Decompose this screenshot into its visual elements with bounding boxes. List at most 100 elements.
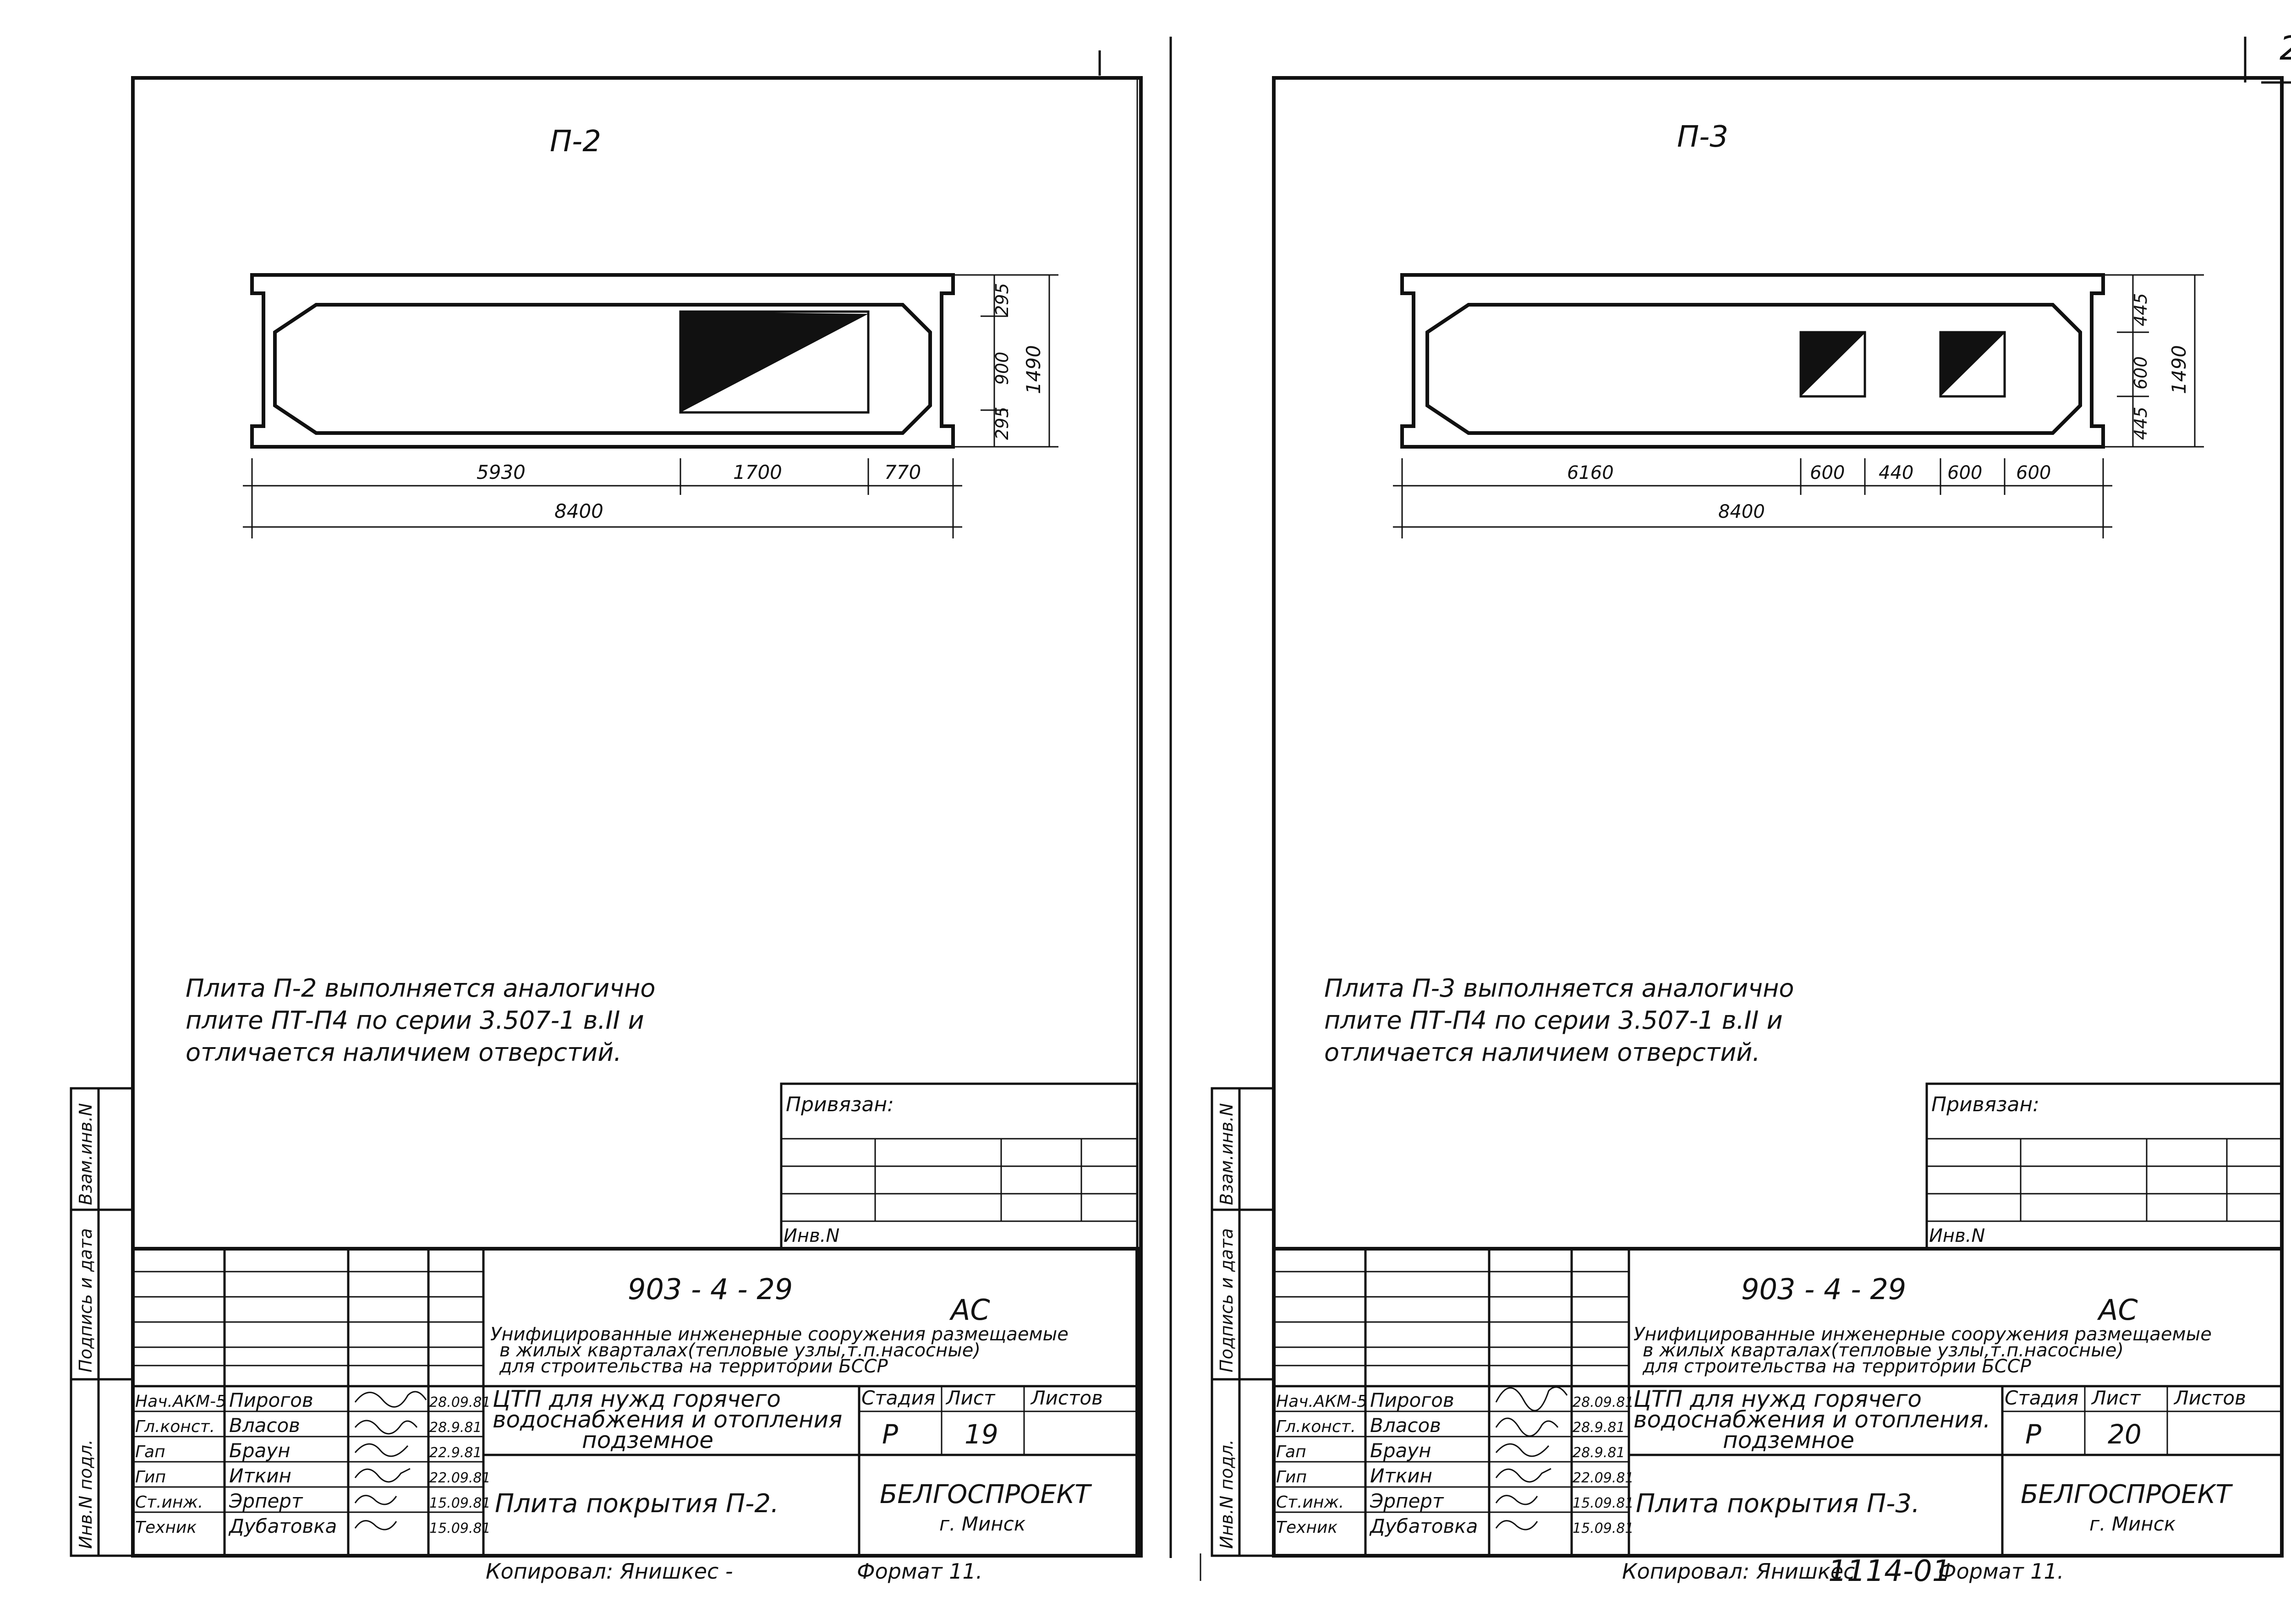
plate-p3-outline — [1400, 273, 2105, 449]
dims-right-2: 445 600 445 1490 — [2103, 274, 2204, 448]
dims-bottom-2: 6160 600 440 600 600 8400 — [1393, 458, 2112, 538]
sheet-right: П-3 445 600 445 1490 — [1211, 76, 2284, 1588]
svg-text:в жилых кварталах(тепловые узл: в жилых кварталах(тепловые узлы,т.п.насо… — [499, 1340, 981, 1361]
side-strip: Взам.инв.N Подпись и дата Инв.N подл. — [70, 1087, 134, 1557]
svg-text:Плита покрытия П-3.: Плита покрытия П-3. — [1636, 1489, 1920, 1519]
svg-text:Браун: Браун — [229, 1439, 290, 1462]
svg-text:Р: Р — [882, 1419, 898, 1450]
svg-text:Иткин: Иткин — [1370, 1465, 1432, 1487]
svg-text:28.09.81: 28.09.81 — [1573, 1394, 1634, 1410]
svg-text:Нач.АКМ-5: Нач.АКМ-5 — [1276, 1392, 1367, 1411]
dim-right-2: 900 — [992, 351, 1012, 385]
svg-text:Инв.N подл.: Инв.N подл. — [1217, 1439, 1237, 1549]
panel-label-2: П-3 — [1677, 120, 1728, 154]
svg-text:для строительства на территори: для строительства на территории БССР — [499, 1356, 888, 1377]
svg-text:Пирогов: Пирогов — [1370, 1389, 1454, 1411]
svg-text:плите ПТ-П4 по серии 3.507-1 в: плите ПТ-П4 по серии 3.507-1 в.II и — [186, 1006, 644, 1035]
svg-text:Гип: Гип — [135, 1468, 166, 1487]
dim-bottom-3: 770 — [884, 461, 921, 483]
svg-text:Гип: Гип — [1276, 1468, 1307, 1487]
svg-text:подземное: подземное — [582, 1427, 713, 1454]
svg-text:Гл.конст.: Гл.конст. — [135, 1417, 215, 1436]
svg-text:600: 600 — [2131, 356, 2151, 390]
svg-text:подземное: подземное — [1723, 1427, 1854, 1454]
svg-text:Нач.АКМ-5: Нач.АКМ-5 — [135, 1392, 226, 1411]
svg-text:Инв.N: Инв.N — [784, 1225, 839, 1246]
svg-text:Инв.N: Инв.N — [1929, 1225, 1985, 1246]
title-block-2: 903 - 4 - 29 АС Унифицированные инженерн… — [1272, 1247, 2284, 1558]
svg-text:Власов: Власов — [229, 1414, 300, 1437]
svg-text:плите ПТ-П4 по серии 3.507-1 в: плите ПТ-П4 по серии 3.507-1 в.II и — [1324, 1006, 1783, 1035]
svg-text:20: 20 — [2108, 1419, 2142, 1450]
svg-text:8400: 8400 — [1718, 501, 1765, 522]
svg-text:28.09.81: 28.09.81 — [429, 1394, 491, 1410]
svg-text:Плита П-3 выполняется аналогич: Плита П-3 выполняется аналогично — [1324, 974, 1794, 1003]
svg-text:28.9.81: 28.9.81 — [1573, 1420, 1625, 1436]
svg-text:445: 445 — [2131, 293, 2151, 326]
signature-3 — [354, 1443, 409, 1457]
dims-bottom: 5930 1700 770 8400 — [243, 458, 962, 538]
svg-text:22.9.81: 22.9.81 — [429, 1445, 482, 1461]
svg-text:Инв.N подл.: Инв.N подл. — [76, 1439, 96, 1549]
svg-text:водоснабжения и отопления.: водоснабжения и отопления. — [1633, 1406, 1990, 1433]
note-2: Плита П-3 выполняется аналогично плите П… — [1324, 974, 1794, 1067]
svg-text:Привязан:: Привязан: — [786, 1093, 894, 1116]
opening-hatch — [680, 312, 868, 412]
format: Формат 11. — [857, 1559, 982, 1584]
privyazan-block: Привязан: Инв.N — [780, 1082, 1139, 1250]
dim-total: 8400 — [554, 500, 603, 522]
opening-hatch-1 — [1801, 332, 1865, 396]
svg-text:Стадия: Стадия — [2005, 1387, 2078, 1409]
svg-text:АС: АС — [2097, 1293, 2138, 1327]
svg-text:Эрперт: Эрперт — [229, 1490, 303, 1512]
svg-text:15.09.81: 15.09.81 — [429, 1495, 491, 1511]
svg-text:22.09.81: 22.09.81 — [1573, 1470, 1634, 1486]
dim-right-3: 295 — [992, 406, 1012, 440]
svg-text:ЦТП для нужд горячего: ЦТП для нужд горячего — [1633, 1386, 1922, 1412]
note: Плита П-2 выполняется аналогично плите П… — [186, 974, 655, 1067]
svg-text:Эрперт: Эрперт — [1370, 1490, 1444, 1512]
svg-text:1490: 1490 — [2168, 345, 2190, 394]
svg-text:Подпись и дата: Подпись и дата — [1217, 1228, 1237, 1372]
dim-bottom-1: 5930 — [477, 461, 526, 483]
svg-text:22.09.81: 22.09.81 — [429, 1470, 491, 1486]
svg-text:в жилых кварталах(тепловые узл: в жилых кварталах(тепловые узлы,т.п.насо… — [1643, 1340, 2124, 1361]
stamp-number: 1114-01 — [1828, 1554, 1951, 1588]
svg-text:28.9.81: 28.9.81 — [429, 1420, 482, 1436]
svg-text:15.09.81: 15.09.81 — [429, 1520, 491, 1536]
svg-text:АС: АС — [949, 1293, 990, 1327]
signature-5 — [354, 1495, 397, 1505]
svg-text:Подпись и дата: Подпись и дата — [76, 1228, 96, 1372]
svg-text:Техник: Техник — [1276, 1518, 1337, 1537]
svg-text:Власов: Власов — [1370, 1414, 1441, 1437]
svg-text:Дубатовка: Дубатовка — [228, 1515, 337, 1537]
svg-text:Взам.инв.N: Взам.инв.N — [1217, 1103, 1237, 1205]
svg-text:600: 600 — [1947, 462, 1982, 483]
svg-text:15.09.81: 15.09.81 — [1573, 1495, 1634, 1511]
svg-text:Дубатовка: Дубатовка — [1369, 1515, 1478, 1537]
svg-text:600: 600 — [2016, 462, 2051, 483]
svg-text:Привязан:: Привязан: — [1931, 1093, 2039, 1116]
svg-text:440: 440 — [1879, 462, 1913, 483]
svg-text:отличается наличием отверстий.: отличается наличием отверстий. — [186, 1038, 622, 1067]
format-2: Формат 11. — [1938, 1559, 2064, 1584]
privyazan-block-2: Привязан: Инв.N — [1925, 1082, 2283, 1250]
svg-text:Стадия: Стадия — [861, 1387, 935, 1409]
panel-label: П-2 — [550, 125, 601, 159]
svg-text:Листов: Листов — [2173, 1387, 2246, 1409]
svg-text:Гап: Гап — [135, 1443, 165, 1461]
svg-text:Плита П-2 выполняется аналогич: Плита П-2 выполняется аналогично — [186, 974, 655, 1003]
svg-text:БЕЛГОСПРОЕКТ: БЕЛГОСПРОЕКТ — [880, 1480, 1092, 1509]
svg-text:г. Минск: г. Минск — [939, 1513, 1026, 1535]
title-block: 903 - 4 - 29 АС Унифицированные инженерн… — [131, 1247, 1139, 1558]
plate-p2-outline — [250, 273, 955, 449]
svg-text:Листов: Листов — [1030, 1387, 1103, 1409]
dim-bottom-2: 1700 — [733, 461, 782, 483]
svg-text:Взам.инв.N: Взам.инв.N — [76, 1103, 96, 1205]
svg-text:Гл.конст.: Гл.конст. — [1276, 1417, 1356, 1436]
signature-r3 — [1495, 1443, 1550, 1457]
svg-text:отличается наличием отверстий.: отличается наличием отверстий. — [1324, 1038, 1760, 1067]
dim-height: 1490 — [1022, 345, 1045, 394]
signature-2 — [354, 1420, 418, 1435]
